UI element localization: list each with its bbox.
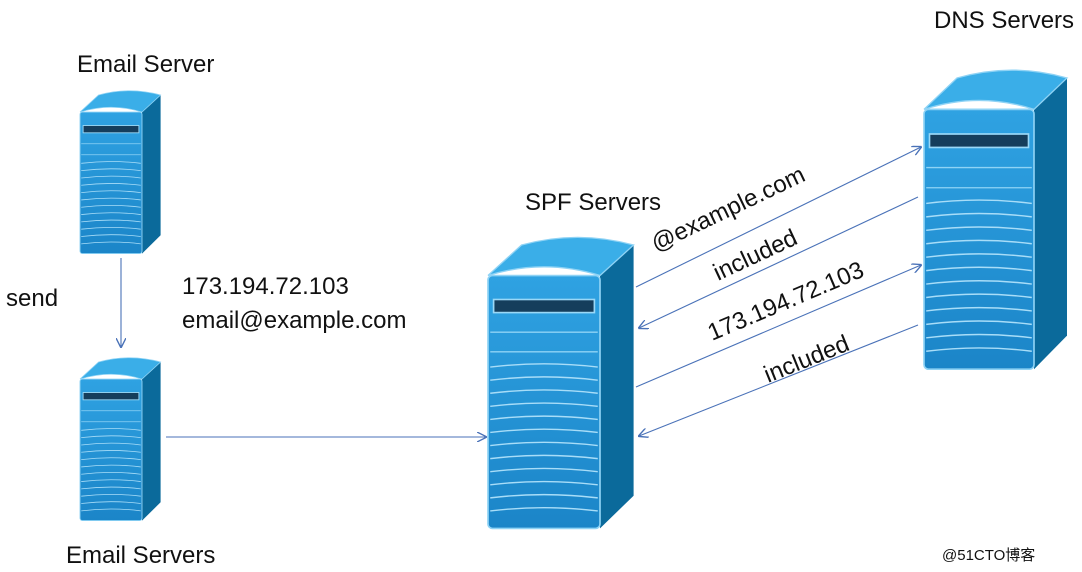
sender-ip-label: 173.194.72.103	[182, 273, 349, 300]
reply-included-arrow-2	[639, 324, 919, 436]
sender-email-label: email@example.com	[182, 307, 406, 334]
email-server-bottom	[79, 357, 162, 522]
spf-servers-label: SPF Servers	[525, 189, 661, 216]
reply-included-arrow-1	[639, 196, 919, 328]
email-servers-label: Email Servers	[66, 542, 215, 569]
spf-server	[487, 236, 635, 530]
reply-included-label-2: included	[760, 330, 853, 389]
dns-servers-label: DNS Servers	[934, 7, 1074, 34]
query-domain-arrow	[635, 147, 921, 288]
email-server-label: Email Server	[77, 51, 214, 78]
watermark: @51CTO博客	[942, 547, 1035, 564]
query-ip-arrow	[635, 265, 921, 388]
dns-server	[923, 69, 1068, 371]
reply-included-label-1: included	[709, 224, 801, 286]
email-server-top	[79, 90, 162, 255]
send-label: send	[6, 285, 58, 312]
